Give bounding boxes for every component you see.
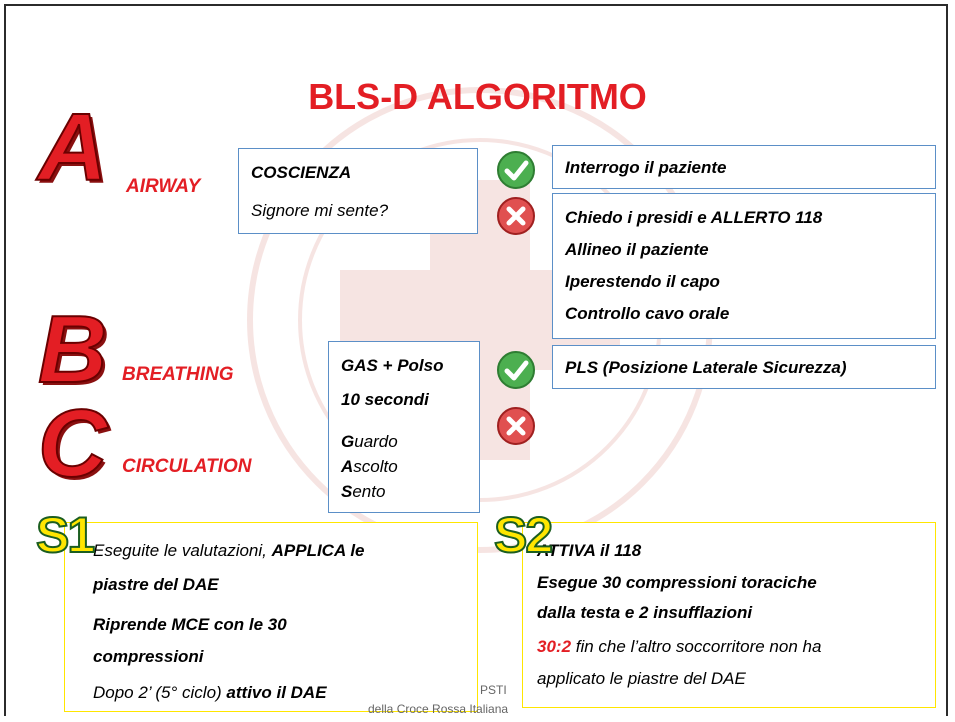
step-label-circulation: CIRCULATION xyxy=(122,456,252,477)
s2-line-1: ATTIVA il 118 xyxy=(537,541,642,560)
check-icon xyxy=(497,151,535,189)
ascolto-text: Ascolto xyxy=(341,457,398,476)
coscienza-heading: COSCIENZA xyxy=(251,163,352,182)
s1-line-1: Eseguite le valutazioni, APPLICA le xyxy=(93,541,365,560)
no-box-airway: Chiedo i presidi e ALLERTO 118 Allineo i… xyxy=(552,193,936,339)
yes-text-breathing: PLS (Posizione Laterale Sicurezza) xyxy=(565,358,847,377)
gas-box: GAS + Polso 10 secondi Guardo Ascolto Se… xyxy=(328,341,480,513)
s1-icon: S1 xyxy=(35,507,96,563)
cross-icon xyxy=(497,407,535,445)
guardo-text: Guardo xyxy=(341,432,398,451)
no-item-3: Iperestendo il capo xyxy=(565,272,720,291)
yes-box-breathing: PLS (Posizione Laterale Sicurezza) xyxy=(552,345,936,389)
step-letter-b: B xyxy=(37,296,108,403)
s2-line-4: 30:2 fin che l’altro soccorritore non ha xyxy=(537,637,822,656)
s2-line-3: dalla testa e 2 insufflazioni xyxy=(537,603,753,622)
check-icon xyxy=(497,351,535,389)
s1-line-2: piastre del DAE xyxy=(93,575,219,594)
s1-line-4: compressioni xyxy=(93,647,204,666)
s2-icon: S2 xyxy=(493,507,554,563)
page-title: BLS-D ALGORITMO xyxy=(308,76,647,117)
footer-line-2: della Croce Rossa Italiana xyxy=(368,702,509,716)
step-letter-a: A xyxy=(37,94,108,201)
s2-box: ATTIVA il 118 Esegue 30 compressioni tor… xyxy=(522,522,936,708)
no-item-4: Controllo cavo orale xyxy=(565,304,730,323)
no-item-1: Chiedo i presidi e ALLERTO 118 xyxy=(565,208,823,227)
sento-text: Sento xyxy=(341,482,386,501)
cross-icon xyxy=(497,197,535,235)
footer-line-1: PSTI xyxy=(480,683,507,697)
coscienza-box: COSCIENZA Signore mi sente? xyxy=(238,148,478,234)
gas-line-1: GAS + Polso xyxy=(341,356,444,375)
s2-line-2: Esegue 30 compressioni toraciche xyxy=(537,573,817,592)
slide-frame xyxy=(4,4,948,716)
s2-line-5: applicato le piastre del DAE xyxy=(537,669,746,688)
yes-text-airway: Interrogo il paziente xyxy=(565,158,727,177)
step-letter-c: C xyxy=(37,390,108,497)
no-item-2: Allineo il paziente xyxy=(565,240,709,259)
s1-box: Eseguite le valutazioni, APPLICA le pias… xyxy=(64,522,478,712)
s1-line-5: Dopo 2’ (5° ciclo) attivo il DAE xyxy=(93,683,327,702)
step-label-breathing: BREATHING xyxy=(122,364,234,385)
s1-line-3: Riprende MCE con le 30 xyxy=(93,615,287,634)
coscienza-question: Signore mi sente? xyxy=(251,201,389,220)
step-label-airway: AIRWAY xyxy=(126,176,201,197)
gas-line-2: 10 secondi xyxy=(341,390,429,409)
yes-box-airway: Interrogo il paziente xyxy=(552,145,936,189)
